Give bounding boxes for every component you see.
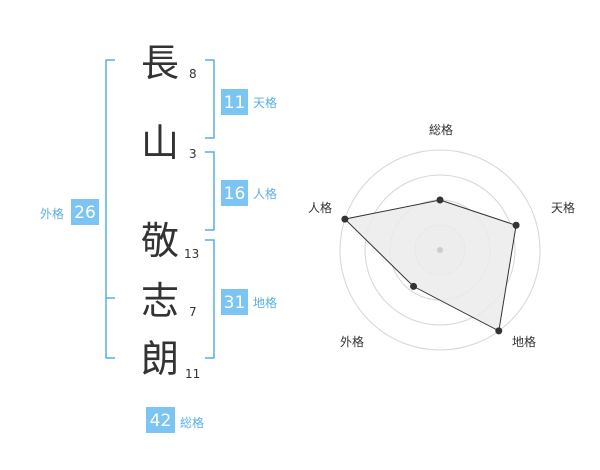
jinkaku-box [221, 180, 248, 206]
radar-area [343, 199, 517, 332]
gaikaku-value: 26 [74, 203, 96, 223]
stroke-count-4: 7 [189, 305, 197, 319]
name-char-2: 山 [141, 121, 179, 165]
bracket-jinkaku [205, 151, 215, 231]
radar-point-1 [436, 196, 444, 204]
radar-ring [364, 174, 516, 326]
stroke-count-3: 13 [184, 247, 199, 261]
stroke-count-1: 8 [189, 67, 197, 81]
jinkaku-label: 人格 [253, 186, 277, 201]
name-char-4: 志 [141, 279, 179, 323]
radar-ring [339, 149, 541, 351]
radar-point-2 [512, 221, 520, 229]
tenkaku-label: 天格 [253, 95, 277, 110]
radar-chart: 総格 天格 地格 外格 人格 [308, 122, 575, 351]
bracket-gaikaku [105, 59, 115, 359]
jinkaku-value: 16 [224, 184, 246, 204]
name-char-3: 敬 [141, 219, 179, 263]
radar-label-gaikaku: 外格 [340, 334, 364, 349]
radar-point-3 [495, 327, 503, 335]
chikaku-box [221, 289, 248, 315]
bracket-tenkaku [205, 59, 215, 139]
bracket-chikaku [205, 239, 215, 359]
radar-label-soukaku: 総格 [429, 122, 453, 137]
name-characters: 長 8 山 3 敬 13 志 7 朗 11 [141, 41, 200, 381]
radar-points [341, 196, 520, 335]
soukaku-box [146, 407, 175, 433]
gaikaku-box [71, 199, 99, 225]
chikaku-label: 地格 [253, 295, 277, 310]
radar-label-chikaku: 地格 [512, 334, 536, 349]
tenkaku-box [221, 89, 248, 115]
radar-point-4 [410, 282, 418, 290]
tenkaku-value: 11 [224, 93, 246, 113]
name-char-5: 朗 [141, 337, 179, 381]
radar-point-5 [341, 215, 349, 223]
chikaku-value: 31 [224, 293, 246, 313]
gaikaku-label: 外格 [40, 206, 64, 221]
radar-label-jinkaku: 人格 [308, 200, 332, 215]
stroke-count-2: 3 [189, 147, 197, 161]
radar-center [437, 247, 443, 253]
name-char-1: 長 [141, 41, 179, 85]
soukaku-value: 42 [150, 411, 172, 431]
soukaku-label: 総格 [180, 415, 204, 430]
radar-label-tenkaku: 天格 [551, 200, 575, 215]
brackets [105, 59, 215, 359]
stroke-count-5: 11 [185, 367, 200, 381]
